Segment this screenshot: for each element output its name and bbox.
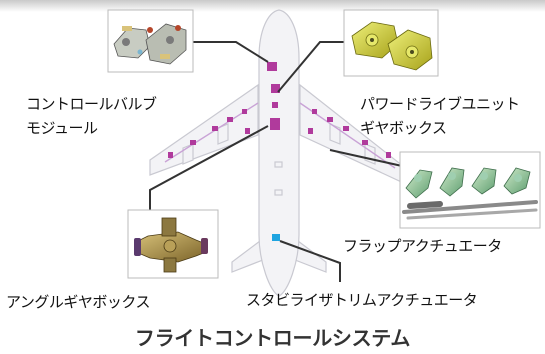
marker-wing-right [362, 140, 368, 145]
marker-wing-right [327, 117, 333, 122]
leader-control-valve [193, 41, 269, 63]
marker-wing-right [386, 152, 391, 158]
marker-pdu [271, 84, 280, 93]
marker-wing-right [312, 109, 317, 114]
marker-wing-right [343, 126, 349, 131]
leader-stabilizer [279, 240, 341, 282]
marker-fuselage-mid [272, 102, 278, 108]
flap-actuator-photo [399, 151, 541, 229]
pdu-gearbox-photo [343, 9, 439, 77]
leader-angle-gearbox [149, 125, 269, 210]
leader-pdu [277, 41, 344, 93]
marker-wing-left [212, 126, 218, 131]
label-stabilizer-trim-actuator: スタビライザトリムアクチュエータ [246, 291, 478, 309]
engine-left-inner [217, 123, 229, 145]
label-control-valve-line2: モジュール [26, 119, 98, 137]
label-pdu-gearbox-line1: パワードライブユニット [360, 95, 520, 113]
marker-wing-left [227, 117, 233, 122]
fuselage [258, 9, 300, 297]
marker-wing-left-lower [245, 128, 250, 134]
component-markers [168, 62, 391, 158]
top-gradient-band [0, 0, 545, 12]
control-valve-module-photo [107, 9, 194, 73]
fuselage-window [274, 161, 283, 168]
marker-wing-right-lower [308, 128, 313, 134]
label-angle-gearbox: アングルギヤボックス [6, 293, 150, 311]
marker-wing-left [242, 109, 247, 114]
marker-stabilizer-trim [272, 234, 280, 241]
marker-wing-left [190, 140, 196, 145]
marker-center [270, 118, 280, 130]
left-wing [149, 83, 259, 176]
angle-gearbox-photo [127, 209, 219, 279]
fuselage-window [274, 189, 283, 196]
diagram-caption: フライトコントロールシステム [134, 326, 411, 350]
label-control-valve-line1: コントロールバルブ [26, 95, 157, 113]
marker-control-valve [267, 62, 277, 71]
marker-wing-left [168, 152, 173, 158]
label-pdu-gearbox-line2: ギヤボックス [360, 119, 447, 137]
label-flap-actuator: フラップアクチュエータ [343, 237, 502, 255]
